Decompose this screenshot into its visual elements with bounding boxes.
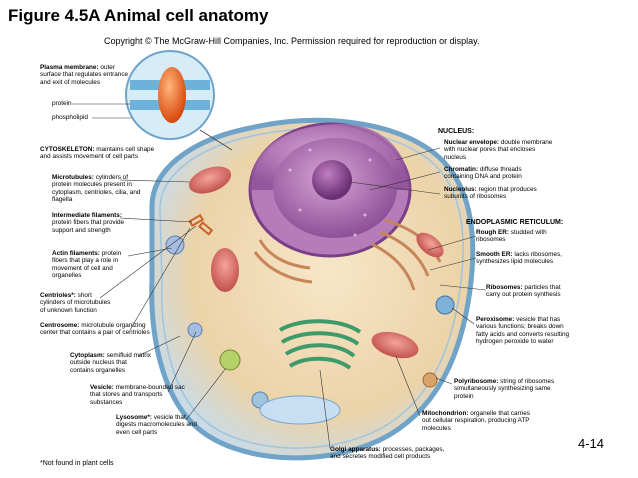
label-centrosome: Centrosome: microtubule organizing cente… <box>40 322 150 337</box>
vacuole <box>259 395 341 425</box>
label-cytoplasm: Cytoplasm: semifluid matrix outside nucl… <box>70 352 152 374</box>
label-mitochondrion-name: Mitochondrion: <box>422 410 469 417</box>
label-polyribosome-name: Polyribosome: <box>454 378 499 385</box>
label-smooth-er: Smooth ER: lacks ribosomes, synthesizes … <box>476 251 576 266</box>
label-mitochondrion-desc: organelle that carries out cellular resp… <box>422 410 530 432</box>
label-centrioles-name: Centrioles*: <box>40 292 76 299</box>
label-microtubules-desc: cylinders of protein molecules present i… <box>52 174 141 203</box>
label-lysosome-desc: vesicle that digests macromolecules and … <box>116 414 197 436</box>
label-centrosome-desc: microtubule organizing center that conta… <box>40 322 150 337</box>
label-cytoplasm-desc: semifluid matrix outside nucleus that co… <box>70 352 151 374</box>
label-ribosomes-desc: particles that carry out protein synthes… <box>486 284 561 299</box>
centrosome <box>188 213 214 236</box>
header-endoplasmic-reticulum: ENDOPLASMIC RETICULUM: <box>466 219 564 226</box>
label-nuclear-envelope: Nuclear envelope: double membrane with n… <box>444 139 554 161</box>
vesicle-2 <box>187 322 203 338</box>
label-ribosomes: Ribosomes: particles that carry out prot… <box>486 284 566 299</box>
label-cytoskeleton: CYTOSKELETON: maintains cell shape and a… <box>40 146 162 161</box>
membrane-protein <box>158 67 186 123</box>
label-actin-filaments-name: Actin filaments: <box>52 250 100 257</box>
leader-lines-right <box>319 147 487 449</box>
label-phospholipid: phospholipid <box>52 114 88 121</box>
label-rough-er: Rough ER: studded with ribosomes <box>476 229 566 244</box>
label-cytoskeleton-desc: maintains cell shape and assists movemen… <box>40 146 155 161</box>
label-microtubules: Microtubules: cylinders of protein molec… <box>52 174 142 203</box>
mitochondria <box>188 166 444 359</box>
label-lysosome: Lysosome*: vesicle that digests macromol… <box>116 414 198 436</box>
label-peroxisome-name: Peroxisome: <box>476 316 515 323</box>
label-cytoskeleton-name: CYTOSKELETON: <box>40 146 95 153</box>
label-intermediate-filaments-name: Intermediate filaments: <box>52 212 122 219</box>
nucleolus <box>312 160 352 200</box>
label-golgi-desc: processes, packages, and secretes modifi… <box>330 446 445 461</box>
label-vesicle-desc: membrane-bounded sac that stores and tra… <box>90 384 185 406</box>
label-cytoplasm-name: Cytoplasm: <box>70 352 105 359</box>
vesicle-3 <box>422 372 438 388</box>
label-nucleolus-name: Nucleolus: <box>444 186 477 193</box>
label-protein: protein <box>52 100 72 107</box>
label-peroxisome: Peroxisome: vesicle that has various fun… <box>476 316 574 345</box>
label-nuclear-envelope-desc: double membrane with nuclear pores that … <box>444 139 553 161</box>
label-chromatin: Chromatin: diffuse threads containing DN… <box>444 166 540 181</box>
label-centrioles: Centrioles*: short cylinders of microtub… <box>40 292 112 314</box>
label-plasma-membrane: Plasma membrane: outer surface that regu… <box>40 64 130 86</box>
label-actin-filaments-desc: protein fibers that play a role in movem… <box>52 250 122 279</box>
label-polyribosome: Polyribosome: string of ribosomes simult… <box>454 378 564 400</box>
label-intermediate-filaments: Intermediate filaments: protein fibers t… <box>52 212 130 234</box>
nucleus <box>248 122 412 258</box>
label-polyribosome-desc: string of ribosomes simultaneously synth… <box>454 378 555 400</box>
leader-lines-left <box>72 103 227 421</box>
label-mitochondrion: Mitochondrion: organelle that carries ou… <box>422 410 532 432</box>
label-centrosome-name: Centrosome: <box>40 322 80 329</box>
label-vesicle: Vesicle: membrane-bounded sac that store… <box>90 384 186 406</box>
label-golgi-name: Golgi apparatus: <box>330 446 381 453</box>
label-plasma-membrane-name: Plasma membrane: <box>40 64 99 71</box>
label-vesicle-name: Vesicle: <box>90 384 114 391</box>
label-nuclear-envelope-name: Nuclear envelope: <box>444 139 500 146</box>
label-actin-filaments: Actin filaments: protein fibers that pla… <box>52 250 130 279</box>
label-rough-er-desc: studded with ribosomes <box>476 229 547 244</box>
lysosome <box>219 349 241 371</box>
vesicle-1 <box>165 235 185 255</box>
copyright-notice: Copyright © The McGraw-Hill Companies, I… <box>104 36 480 46</box>
label-smooth-er-desc: lacks ribosomes, synthesizes lipid molec… <box>476 251 562 266</box>
label-chromatin-name: Chromatin: <box>444 166 479 173</box>
page-number: 4-14 <box>578 436 605 451</box>
label-peroxisome-desc: vesicle that has various functions; brea… <box>476 316 570 345</box>
label-lysosome-name: Lysosome*: <box>116 414 152 421</box>
membrane-inset <box>125 50 233 151</box>
label-rough-er-name: Rough ER: <box>476 229 510 236</box>
label-plasma-membrane-desc: outer surface that regulates entrance an… <box>40 64 129 86</box>
label-microtubules-name: Microtubules: <box>52 174 94 181</box>
header-nucleus: NUCLEUS: <box>438 128 475 135</box>
figure-title: Figure 4.5A Animal cell anatomy <box>8 6 269 25</box>
footnote: *Not found in plant cells <box>40 460 114 467</box>
golgi-apparatus <box>278 319 362 370</box>
label-intermediate-filaments-desc: protein fibers that provide support and … <box>52 219 125 234</box>
label-smooth-er-name: Smooth ER: <box>476 251 513 258</box>
label-chromatin-desc: diffuse threads containing DNA and prote… <box>444 166 522 181</box>
label-centrioles-desc: short cylinders of microtubules of unkno… <box>40 292 111 314</box>
label-nucleolus-desc: region that produces subunits of ribosom… <box>444 186 537 201</box>
label-golgi-apparatus: Golgi apparatus: processes, packages, an… <box>330 446 450 461</box>
label-nucleolus: Nucleolus: region that produces subunits… <box>444 186 556 201</box>
label-ribosomes-name: Ribosomes: <box>486 284 523 291</box>
peroxisome <box>435 295 455 315</box>
